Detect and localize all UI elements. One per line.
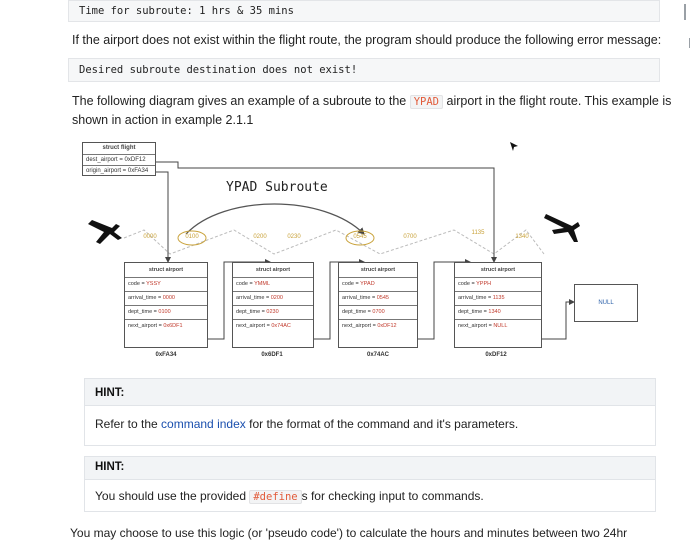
airport-address-3: 0x74AC <box>366 352 389 358</box>
airport-title: struct airport <box>480 267 516 273</box>
subroute-label: YPAD Subroute <box>226 180 328 195</box>
hint-title-2: HINT: <box>95 461 125 473</box>
airport-row: code = YSSY <box>125 277 207 291</box>
airport-box-1: struct airport code = YSSY arrival_time … <box>124 262 208 348</box>
origin-pointer <box>156 171 171 263</box>
airport-row: arrival_time = 0200 <box>233 291 313 305</box>
hint-title-1: HINT: <box>95 387 125 399</box>
diagram-intro-part1: The following diagram gives an example o… <box>72 94 407 108</box>
hint-box-2: HINT: You should use the provided #defin… <box>84 456 656 512</box>
airport-row: dept_time = 0230 <box>233 305 313 319</box>
airport-box-2: struct airport code = YMML arrival_time … <box>232 262 314 348</box>
scrollbar-mark <box>689 38 690 48</box>
arriving-plane-icon <box>544 214 580 242</box>
diagram-intro-part2: airport in the flight route. This exampl… <box>446 94 672 108</box>
hint-body-area-2 <box>85 479 655 511</box>
airport-row: arrival_time = 1135 <box>455 291 541 305</box>
command-index-link[interactable]: command index <box>161 417 246 431</box>
subroute-arc <box>185 203 365 235</box>
struct-flight-title: struct flight <box>102 145 136 151</box>
dest-pointer <box>156 161 497 263</box>
time-chip-5: 0545 <box>353 234 367 240</box>
struct-flight-origin: origin_airport = 0xFA34 <box>83 165 155 176</box>
airport-row: dept_time = 0100 <box>125 305 207 319</box>
airport-address-1: 0xFA34 <box>155 352 177 358</box>
time-output-text: Time for subroute: 1 hrs & 35 mins <box>79 5 294 17</box>
define-code: #define <box>249 490 302 504</box>
airport-row: arrival_time = 0000 <box>125 291 207 305</box>
error-message-block: Desired subroute destination does not ex… <box>68 58 660 82</box>
subroute-diagram: struct flight dest_airport = 0xDF12 orig… <box>74 134 654 374</box>
airport-row: dept_time = 1340 <box>455 305 541 319</box>
chip-circle-1 <box>177 230 207 246</box>
airport-box-3: struct airport code = YPAD arrival_time … <box>338 262 418 348</box>
chip-circle-2 <box>345 230 375 246</box>
departing-plane-icon <box>88 220 122 244</box>
time-chip-2: 0100 <box>185 234 199 240</box>
airport-row: code = YMML <box>233 277 313 291</box>
error-intro-text: If the airport does not exist within the… <box>72 33 662 47</box>
airport-title: struct airport <box>148 267 184 273</box>
airport-row: next_airport = 0x74AC <box>233 319 313 333</box>
hint-body-1: Refer to the command index for the forma… <box>95 417 519 431</box>
time-chip-8: 1340 <box>515 234 529 240</box>
pseudo-code-intro-text: You may choose to use this logic (or 'ps… <box>70 526 628 540</box>
error-message-text: Desired subroute destination does not ex… <box>79 64 358 76</box>
struct-flight-dest: dest_airport = 0xDF12 <box>83 154 155 165</box>
airport-address-4: 0xDF12 <box>485 352 507 358</box>
airport-address-2: 0x6DF1 <box>261 352 283 358</box>
airport-row: next_airport = 0x6DF1 <box>125 319 207 333</box>
time-chip-1: 0000 <box>143 234 157 240</box>
next-pointer-4 <box>542 299 575 340</box>
airport-row: next_airport = 0xDF12 <box>339 319 417 333</box>
hint-body-area-1 <box>85 405 655 445</box>
diagram-intro-text: The following diagram gives an example o… <box>72 92 672 129</box>
time-chip-7: 1135 <box>471 230 485 236</box>
struct-flight-box: struct flight dest_airport = 0xDF12 orig… <box>82 142 156 176</box>
time-output-block: Time for subroute: 1 hrs & 35 mins <box>68 0 660 22</box>
next-pointer-3 <box>418 259 471 340</box>
airport-row: arrival_time = 0545 <box>339 291 417 305</box>
time-chip-6: 0700 <box>403 234 417 240</box>
diagram-intro-line2: shown in action in example 2.1.1 <box>72 113 254 127</box>
airport-row: dept_time = 0700 <box>339 305 417 319</box>
route-dashes <box>123 229 545 255</box>
airport-row: code = YPAD <box>339 277 417 291</box>
scrollbar-thumb[interactable] <box>684 4 686 20</box>
airport-box-4: struct airport code = YPPH arrival_time … <box>454 262 542 348</box>
time-chip-3: 0200 <box>253 234 267 240</box>
hint-box-1: HINT: Refer to the command index for the… <box>84 378 656 446</box>
null-box: NULL <box>574 284 638 322</box>
airport-row: next_airport = NULL <box>455 319 541 333</box>
airport-row: code = YPPH <box>455 277 541 291</box>
time-chip-4: 0230 <box>287 234 301 240</box>
airport-title: struct airport <box>255 267 291 273</box>
airport-title: struct airport <box>360 267 396 273</box>
cursor-icon <box>510 142 518 151</box>
ypad-code: YPAD <box>409 95 444 109</box>
